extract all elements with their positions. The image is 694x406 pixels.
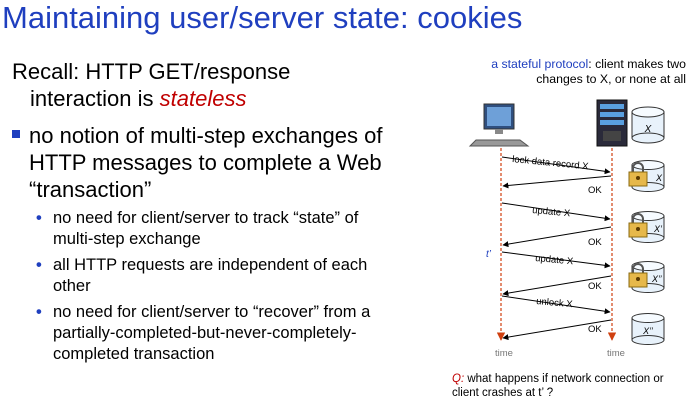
bullet-dot-icon: • [36,303,42,321]
message-label: update X [532,205,572,219]
bullet-dot-icon: • [36,256,42,274]
recall-line2: interaction is stateless [30,86,247,111]
message-arrow [501,156,611,175]
message-arrow [501,251,611,269]
message-label: update X [535,253,575,267]
locked-database-icon: X [628,160,665,192]
database-icon: X [631,106,665,144]
message-label: OK [588,281,602,292]
recall-line1: Recall: HTTP GET/response [12,59,291,84]
client-time-label: time [495,348,513,359]
message-label: lock data record X [512,154,590,172]
sub-bullet-list: •no need for client/server to track “sta… [36,208,386,370]
question-note: Q: what happens if network connection or… [452,373,664,399]
lock-label: X’ [653,224,663,234]
main-bullet-text: no notion of multi-step exchanges of HTT… [29,123,383,202]
locked-database-icon: X’ [628,211,665,243]
bullet-dot-icon: • [36,209,42,227]
message-arrow [502,226,612,248]
message-arrow [502,319,612,341]
lock-label: X [655,173,663,183]
sub-bullet: •no need for client/server to “recover” … [36,303,371,363]
message-arrow [501,202,611,222]
main-bullet: no notion of multi-step exchanges of HTT… [12,122,412,203]
square-bullet-icon [12,130,20,138]
sub-bullet: •all HTTP requests are independent of ea… [36,256,368,295]
page-title: Maintaining user/server state: cookies [2,0,523,35]
message-label: OK [588,237,602,248]
database-label: X [644,124,652,135]
final-database-icon: X’’ [631,313,665,345]
lock-label: X’’ [651,274,663,284]
final-db-label: X’’ [642,326,654,336]
message-arrow [501,295,611,315]
server-icon [596,99,628,147]
client-computer-icon [468,103,530,147]
message-label: unlock X [536,296,574,310]
message-arrow [502,175,612,189]
stateful-protocol-note: a stateful protocol: client makes two ch… [491,57,686,86]
server-time-label: time [607,348,625,359]
stateless-emphasis: stateless [159,86,247,111]
sub-bullet: •no need for client/server to track “sta… [36,209,359,248]
locked-database-icon: X’’ [628,261,665,293]
t-prime-marker: t’ [486,249,492,260]
message-label: OK [588,324,602,335]
recall-text: Recall: HTTP GET/response interaction is… [12,58,382,112]
message-label: OK [588,185,602,196]
message-arrow [502,275,612,297]
